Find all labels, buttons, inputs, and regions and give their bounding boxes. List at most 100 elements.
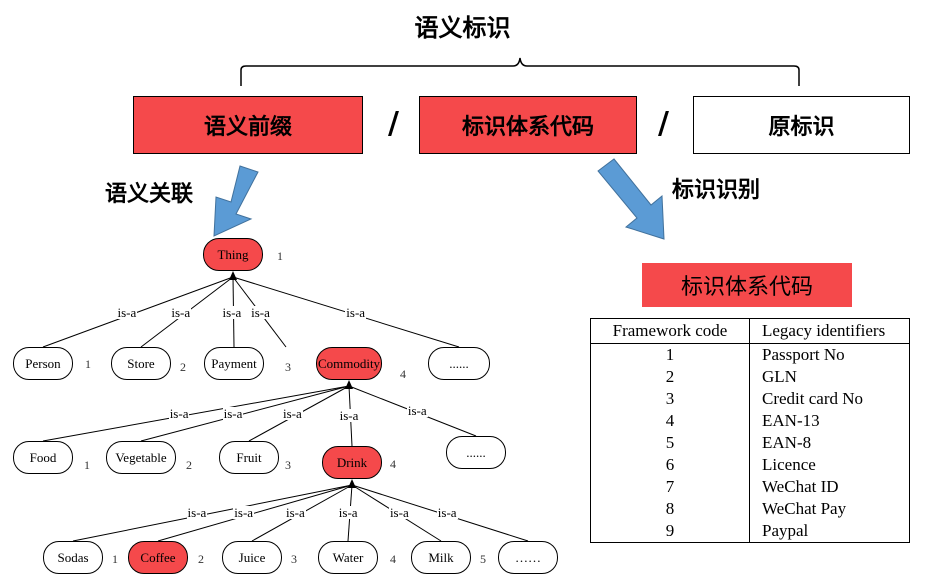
node-number: 1 xyxy=(85,357,91,371)
node-number: 4 xyxy=(400,367,406,381)
separator-slash: / xyxy=(388,106,399,141)
cell-identifier: WeChat ID xyxy=(762,477,839,496)
segment-framework-code: 标识体系代码 xyxy=(419,96,637,154)
node-more: …… xyxy=(498,541,558,574)
segment-semantic-prefix: 语义前缀 xyxy=(133,96,363,154)
node-number: 3 xyxy=(285,360,291,374)
node-vegetable: Vegetable xyxy=(106,441,176,474)
node-sodas: Sodas xyxy=(43,541,103,574)
edge-label-is-a: is-a xyxy=(168,405,190,421)
edge-label-is-a: is-a xyxy=(186,505,208,521)
edge-label-is-a: is-a xyxy=(170,304,192,320)
node-more: ...... xyxy=(446,436,506,469)
cell-code: 4 xyxy=(590,410,750,432)
separator-slash: / xyxy=(658,106,669,141)
cell-identifier: Passport No xyxy=(762,345,845,364)
brace xyxy=(240,57,800,86)
cell-code: 6 xyxy=(590,454,750,476)
edge-label-is-a: is-a xyxy=(436,505,458,521)
tree-edge xyxy=(72,484,353,542)
node-drink: Drink xyxy=(322,446,382,479)
cell-identifier: Paypal xyxy=(762,521,809,540)
cell-code: 3 xyxy=(590,388,750,410)
node-thing: Thing xyxy=(203,238,263,271)
label-semantic-association: 语义关联 xyxy=(105,182,194,207)
node-number: 3 xyxy=(285,458,291,472)
table-header-row: Framework code Legacy identifiers xyxy=(590,318,910,344)
edge-label-is-a: is-a xyxy=(388,505,410,521)
cell-code: 5 xyxy=(590,432,750,454)
node-number: 3 xyxy=(291,552,297,566)
edge-label-is-a: is-a xyxy=(285,505,306,521)
node-number: 5 xyxy=(480,552,486,566)
arrow-left xyxy=(213,165,259,237)
cell-code: 2 xyxy=(590,366,750,388)
node-number: 1 xyxy=(277,249,283,263)
edge-label-is-a: is-a xyxy=(116,304,138,320)
node-juice: Juice xyxy=(222,541,282,574)
node-water: Water xyxy=(318,541,378,574)
arrow-right xyxy=(597,158,665,240)
cell-identifier: Licence xyxy=(762,455,816,474)
table-row: 6 Licence xyxy=(590,454,910,476)
header-framework-code: Framework code xyxy=(590,318,750,344)
arrowhead xyxy=(229,271,237,280)
node-person: Person xyxy=(13,347,73,380)
edge-label-is-a: is-a xyxy=(337,505,359,521)
header-legacy-identifiers: Legacy identifiers xyxy=(749,318,910,344)
cell-code: 9 xyxy=(590,520,750,543)
arrowhead xyxy=(348,479,356,488)
cell-identifier: EAN-8 xyxy=(762,433,812,452)
cell-identifier: EAN-13 xyxy=(762,411,820,430)
cell-identifier: Credit card No xyxy=(762,389,864,408)
table-row: 4 EAN-13 xyxy=(590,410,910,432)
node-commodity: Commodity xyxy=(316,347,382,380)
edge-label-is-a: is-a xyxy=(345,304,367,320)
cell-identifier: WeChat Pay xyxy=(762,499,847,518)
cell-identifier: GLN xyxy=(762,367,797,386)
framework-table: Framework code Legacy identifiers 1 Passp… xyxy=(590,318,910,543)
table-row: 2 GLN xyxy=(590,366,910,388)
table-row: 9 Paypal xyxy=(590,520,910,543)
table-row: 1 Passport No xyxy=(590,343,910,366)
node-more: ...... xyxy=(428,347,490,380)
framework-title: 标识体系代码 xyxy=(642,263,852,307)
node-food: Food xyxy=(13,441,73,474)
node-number: 4 xyxy=(390,552,396,566)
edge-label-is-a: is-a xyxy=(233,505,255,521)
table-row: 5 EAN-8 xyxy=(590,432,910,454)
edge-label-is-a: is-a xyxy=(250,304,271,320)
label-id-recognition: 标识识别 xyxy=(672,178,761,203)
cell-code: 8 xyxy=(590,498,750,520)
tree-edge xyxy=(42,385,350,442)
node-number: 2 xyxy=(186,458,192,472)
node-number: 2 xyxy=(198,552,204,566)
node-number: 1 xyxy=(84,458,90,472)
node-number: 4 xyxy=(390,457,396,471)
segment-original-id: 原标识 xyxy=(693,96,910,154)
node-coffee: Coffee xyxy=(128,541,188,574)
cell-code: 1 xyxy=(590,343,750,366)
edge-label-is-a: is-a xyxy=(406,402,428,418)
node-number: 1 xyxy=(112,552,118,566)
table-row: 3 Credit card No xyxy=(590,388,910,410)
edge-label-is-a: is-a xyxy=(338,408,360,424)
table-row: 7 WeChat ID xyxy=(590,476,910,498)
arrowhead xyxy=(345,380,353,389)
tree-edge xyxy=(157,484,353,542)
segment-label: 原标识 xyxy=(768,115,835,140)
segment-label: 语义前缀 xyxy=(203,115,292,140)
tree-arrowheads xyxy=(229,271,356,488)
table-row: 8 WeChat Pay xyxy=(590,498,910,520)
node-fruit: Fruit xyxy=(219,441,279,474)
edge-label-is-a: is-a xyxy=(221,304,243,320)
tree-edge xyxy=(42,276,234,348)
tree-edge xyxy=(140,385,350,442)
edge-label-is-a: is-a xyxy=(222,405,244,421)
diagram-title: 语义标识 xyxy=(414,14,511,42)
edge-label-is-a: is-a xyxy=(282,405,303,421)
node-store: Store xyxy=(111,347,171,380)
node-number: 2 xyxy=(180,360,186,374)
segment-label: 标识体系代码 xyxy=(461,115,594,140)
cell-code: 7 xyxy=(590,476,750,498)
